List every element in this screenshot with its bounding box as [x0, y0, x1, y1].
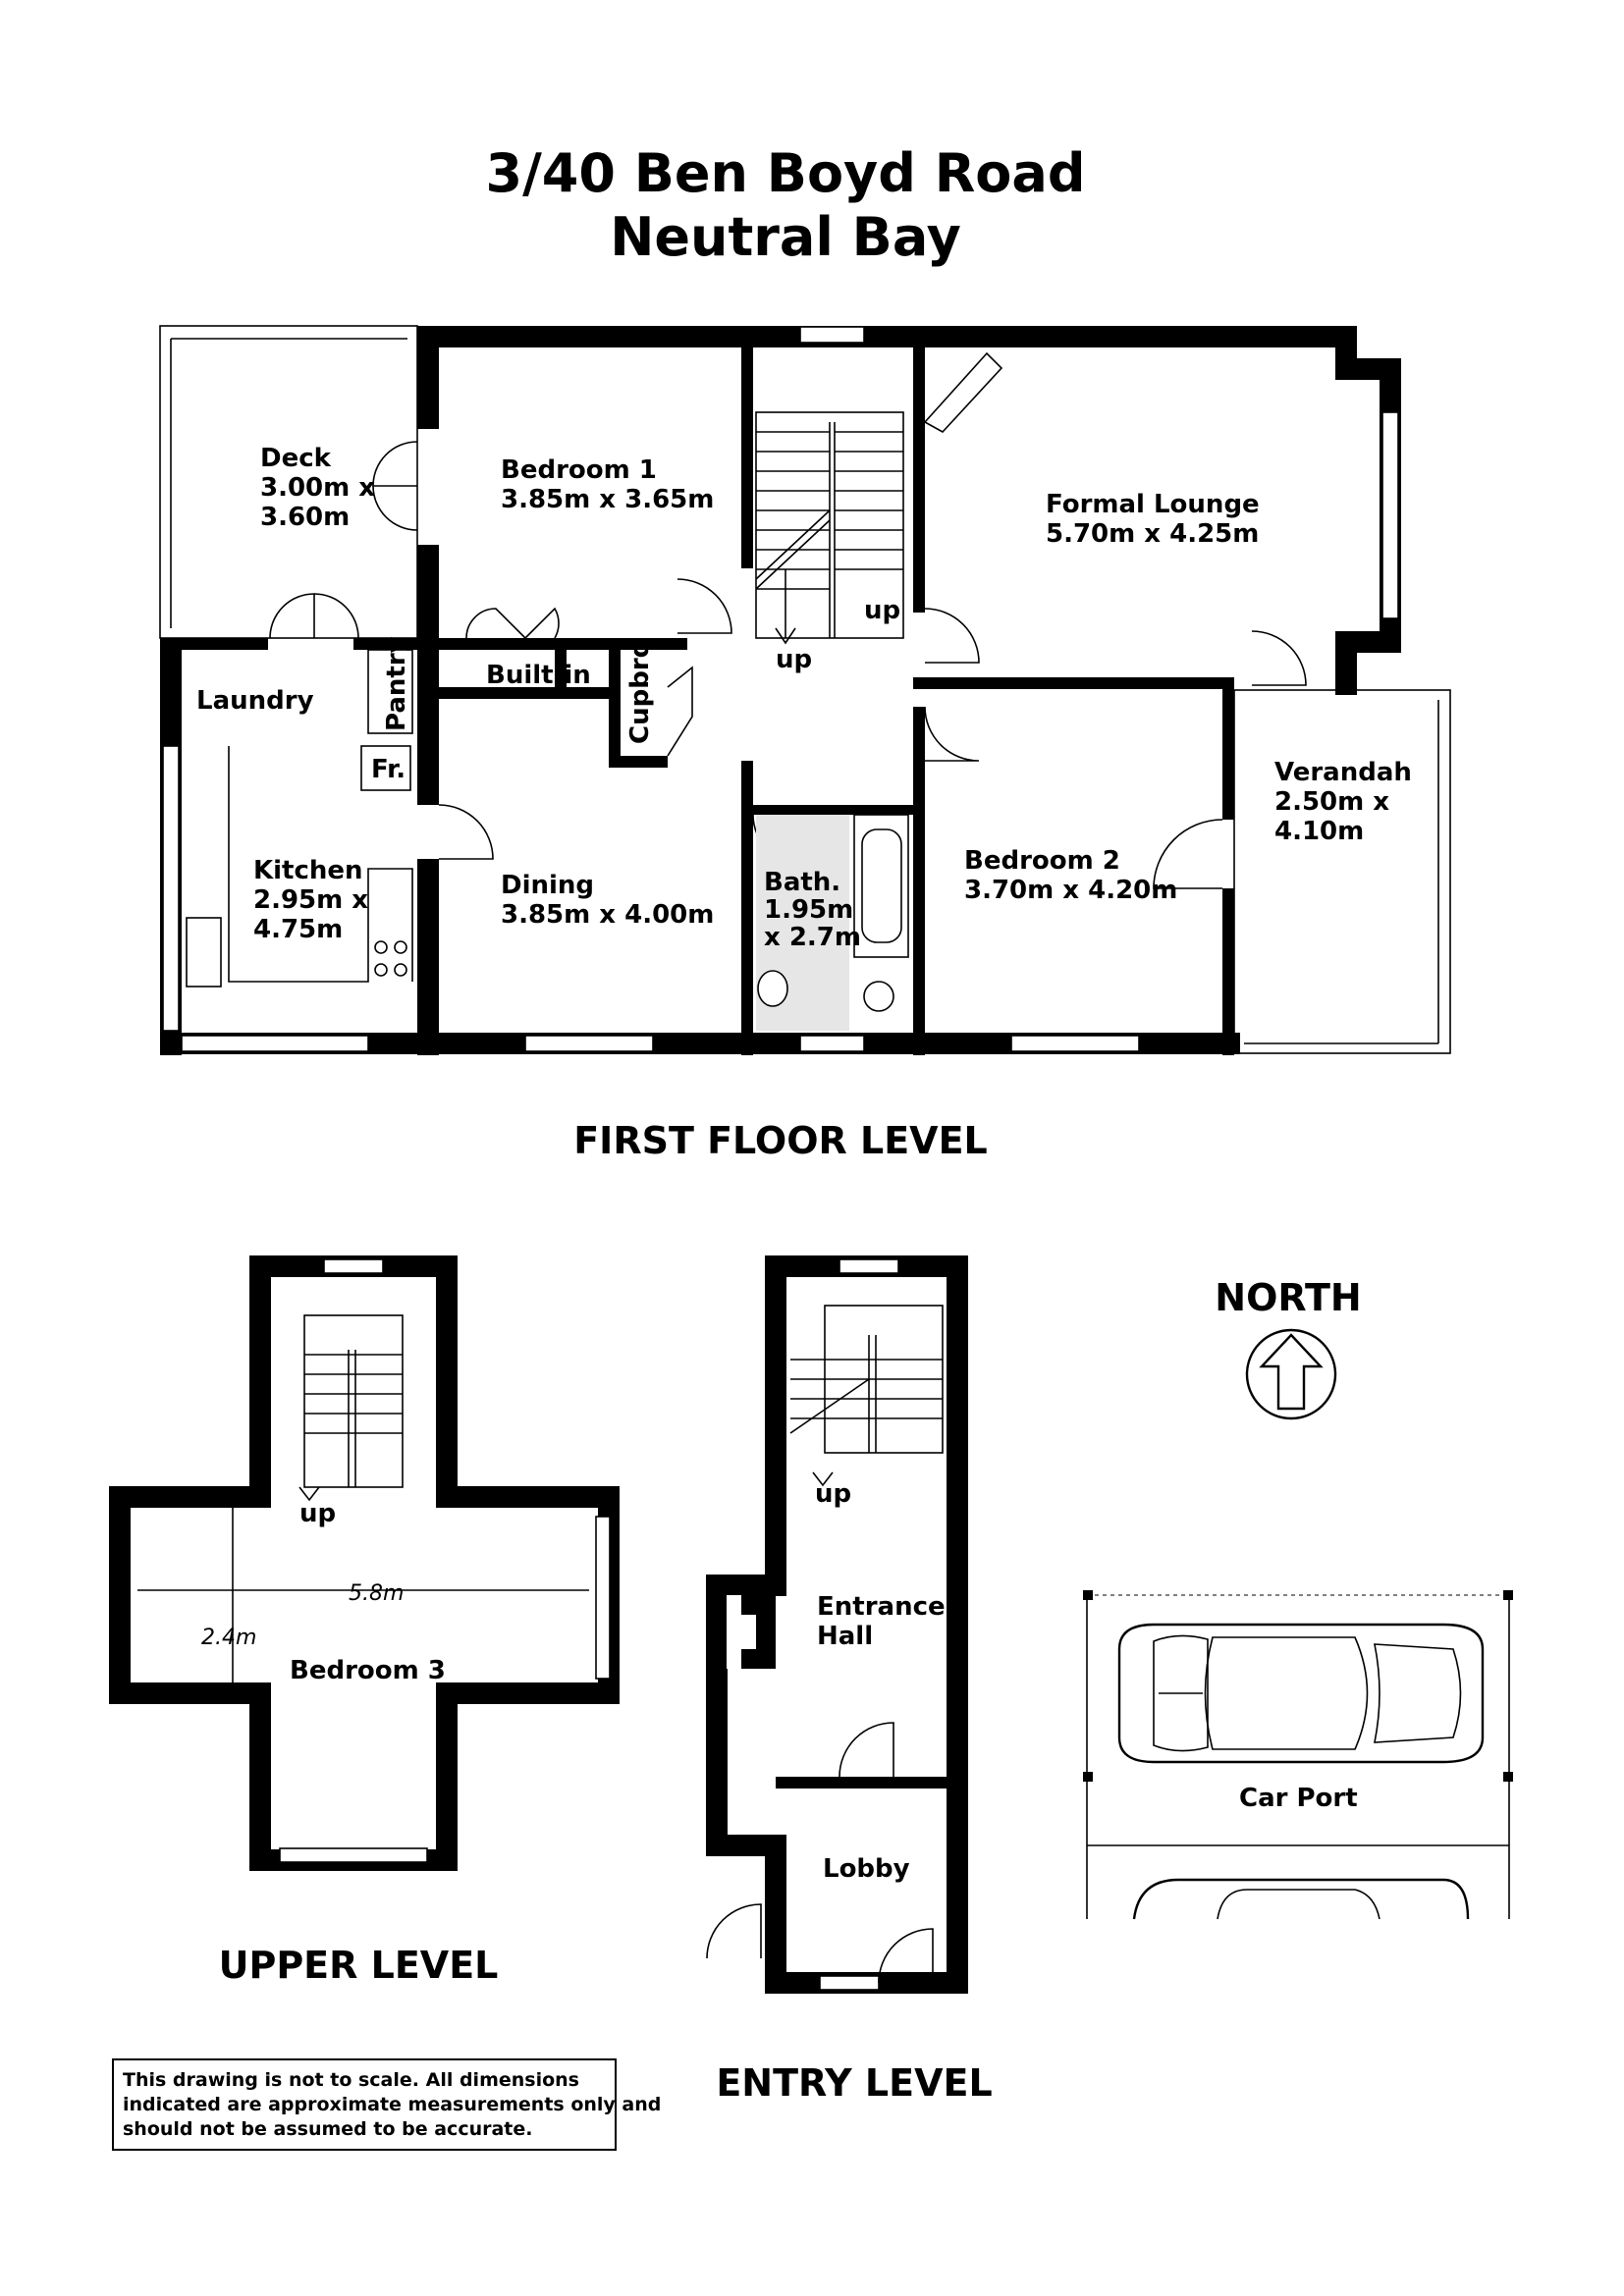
main-stairs	[755, 411, 904, 645]
dining-dims: 3.85m x 4.00m	[501, 900, 714, 930]
upper-window	[279, 1847, 428, 1863]
north-arrow-icon	[1245, 1328, 1337, 1420]
bedroom1-label: Bedroom 1	[501, 455, 657, 485]
kitchen-sink	[186, 917, 222, 988]
stair-window	[799, 326, 865, 344]
toilet	[757, 970, 788, 1007]
bedroom1-door	[677, 578, 732, 634]
disclaimer-box	[112, 2058, 617, 2151]
formal-lounge-dims: 5.70m x 4.25m	[1046, 519, 1259, 549]
kitchen-dim-1: 2.95m x	[253, 885, 368, 915]
upper-level-label: UPPER LEVEL	[219, 1944, 499, 1987]
address-line-2: Neutral Bay	[610, 206, 961, 268]
kitchen-label: Kitchen	[253, 856, 363, 885]
builtin-doors	[465, 608, 526, 639]
bedroom2-window	[1010, 1035, 1140, 1052]
bedroom2-dims: 3.70m x 4.20m	[964, 876, 1177, 905]
verandah-door	[1153, 819, 1223, 889]
entry-level-label: ENTRY LEVEL	[716, 2061, 992, 2105]
lobby-label: Lobby	[823, 1854, 910, 1884]
bath-dim-2: x 2.7m	[764, 923, 861, 952]
kitchen-bench	[228, 746, 413, 983]
verandah-dim-2: 4.10m	[1274, 817, 1364, 846]
basin	[863, 981, 894, 1012]
first-floor-plan	[159, 325, 1451, 1055]
car-icon-partial	[1132, 1878, 1470, 1920]
lounge-verandah-door	[1251, 630, 1307, 686]
bedroom2-label: Bedroom 2	[964, 846, 1120, 876]
pantry-box	[367, 649, 413, 734]
first-floor-level-label: FIRST FLOOR LEVEL	[573, 1119, 988, 1162]
disclaimer-line-1: This drawing is not to scale. All dimens…	[123, 2069, 579, 2091]
car-icon	[1117, 1623, 1485, 1764]
entry-level-plan	[706, 1255, 968, 1994]
dining-window	[524, 1035, 654, 1052]
disclaimer-line-3: should not be assumed to be accurate.	[123, 2118, 533, 2140]
builtin-label: Built-in	[486, 661, 591, 690]
dining-label: Dining	[501, 871, 594, 900]
carport-label: Car Port	[1239, 1784, 1358, 1813]
stair-up-label-2: up	[776, 645, 812, 674]
upper-height-dim: 2.4m	[201, 1626, 256, 1650]
laundry-label: Laundry	[196, 686, 314, 716]
bath-window	[799, 1035, 865, 1052]
bath-label: Bath.	[764, 868, 840, 897]
bath-dim-1: 1.95m	[764, 895, 853, 925]
fridge-label: Fr.	[371, 755, 406, 784]
cooktop	[374, 940, 407, 977]
verandah-dim-1: 2.50m x	[1274, 787, 1389, 817]
entrance-hall-label-1: Entrance	[817, 1592, 946, 1622]
formal-lounge-label: Formal Lounge	[1046, 490, 1260, 519]
entry-stair-up-label: up	[815, 1479, 851, 1509]
upper-stair-up-label: up	[299, 1499, 336, 1528]
entrance-hall-label-2: Hall	[817, 1622, 873, 1651]
lounge-bay-window	[1381, 411, 1399, 619]
pantry-label: Pantry	[382, 636, 411, 731]
deck-outline	[159, 325, 418, 639]
bedroom1-dims: 3.85m x 3.65m	[501, 485, 714, 514]
north-label: NORTH	[1215, 1276, 1361, 1319]
fireplace	[923, 351, 1003, 434]
laundry-door	[269, 593, 315, 639]
deck-dim-2: 3.60m	[260, 503, 350, 532]
deck-dim-1: 3.00m x	[260, 473, 375, 503]
disclaimer-line-2: indicated are approximate measurements o…	[123, 2094, 661, 2115]
bedroom3-label: Bedroom 3	[290, 1656, 446, 1685]
stair-up-label-1: up	[864, 596, 900, 625]
bedroom2-door	[924, 706, 980, 762]
deck-label: Deck	[260, 444, 332, 473]
fridge-box	[360, 745, 411, 791]
kitchen-window	[181, 1035, 369, 1052]
deck-door	[372, 441, 418, 487]
laundry-window	[162, 745, 180, 1032]
carport	[1083, 1590, 1513, 1920]
verandah-label: Verandah	[1274, 758, 1412, 787]
cupboard-label: Cupbrd	[625, 640, 655, 744]
upper-bay-window	[595, 1516, 611, 1680]
upper-level-plan	[109, 1255, 620, 1871]
lounge-door	[924, 608, 980, 664]
dining-door	[438, 804, 494, 860]
cupboard-doors	[667, 666, 693, 757]
address-line-1: 3/40 Ben Boyd Road	[486, 142, 1086, 204]
upper-width-dim: 5.8m	[349, 1581, 404, 1606]
verandah-outline	[1233, 689, 1451, 1054]
kitchen-dim-2: 4.75m	[253, 915, 343, 944]
